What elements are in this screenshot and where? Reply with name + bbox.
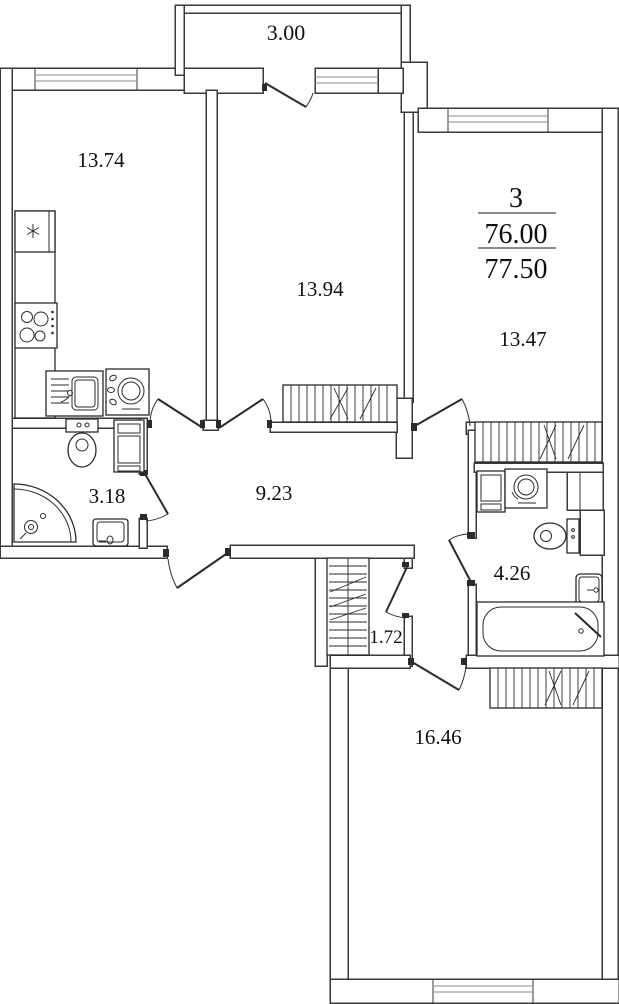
- living-room-area-label: 16.46: [414, 725, 461, 749]
- living-room-door-swing: [408, 658, 467, 691]
- snowflake-icon: [26, 224, 40, 238]
- bathroom-small-door-swing: [140, 470, 169, 522]
- washing-machine-symbol: [105, 368, 150, 416]
- kitchen-area-label: 13.74: [77, 148, 125, 172]
- bathroom-large-area-label: 4.26: [494, 561, 531, 585]
- balcony-door-swing: [262, 82, 314, 108]
- bathtub-symbol: [476, 601, 605, 657]
- bedroom-right-door-swing: [411, 398, 471, 431]
- kitchen-sink-symbol: [45, 370, 104, 417]
- bathroom-cabinet-symbol: [476, 470, 506, 513]
- apartment-total-area: 77.50: [485, 254, 548, 285]
- bedroom-middle-area-label: 13.94: [296, 277, 344, 301]
- kitchen-window: [34, 68, 138, 90]
- doors: [140, 82, 475, 691]
- shower-cabin-symbol: [13, 483, 77, 543]
- bathroom-large-door-swing: [448, 532, 475, 586]
- bedroom-right-window: [447, 108, 549, 132]
- entrance-door-swing: [163, 548, 231, 589]
- toilet-symbol: [533, 518, 580, 554]
- hallway-area-label: 9.23: [256, 481, 293, 505]
- bathroom-cabinet-symbol: [113, 419, 145, 473]
- bathroom-small-fixtures: [13, 418, 145, 547]
- washbasin-symbol: [575, 573, 603, 607]
- wardrobe-symbol-closet: [326, 557, 370, 656]
- closet-area-label: 1.72: [369, 627, 402, 648]
- balcony-window: [315, 76, 378, 84]
- kitchen-door-swing: [147, 398, 205, 429]
- living-room-window: [432, 979, 534, 1003]
- room-area-labels: 3.00 13.74 13.94 13.47 3.18 9.23 4.26 1.…: [77, 20, 546, 749]
- washing-machine-symbol: [504, 468, 548, 509]
- wardrobe-symbol-bedroom-right: [474, 421, 603, 463]
- bedroom-right-area-label: 13.47: [499, 327, 546, 351]
- wardrobe-symbol-living-room: [489, 667, 603, 709]
- refrigerator-symbol: [14, 210, 56, 253]
- apartment-rooms-count: 3: [509, 183, 523, 214]
- kitchen-fixtures: [14, 210, 150, 419]
- toilet-symbol: [65, 418, 99, 468]
- washbasin-symbol: [92, 518, 129, 547]
- stove-symbol: [14, 302, 58, 349]
- balcony-area-label: 3.00: [267, 20, 306, 45]
- wardrobe-symbol-bedroom-middle: [282, 384, 398, 423]
- apartment-living-area: 76.00: [485, 219, 548, 250]
- windows: [34, 68, 549, 1003]
- bathroom-large-fixtures: [476, 468, 605, 657]
- bathroom-small-area-label: 3.18: [89, 484, 126, 508]
- wardrobes: [282, 384, 603, 709]
- bedroom-middle-door-swing: [216, 398, 272, 429]
- balcony-walls: [174, 4, 428, 113]
- apartment-info-block: 3 76.00 77.50: [478, 183, 556, 285]
- closet-door-swing: [385, 562, 409, 619]
